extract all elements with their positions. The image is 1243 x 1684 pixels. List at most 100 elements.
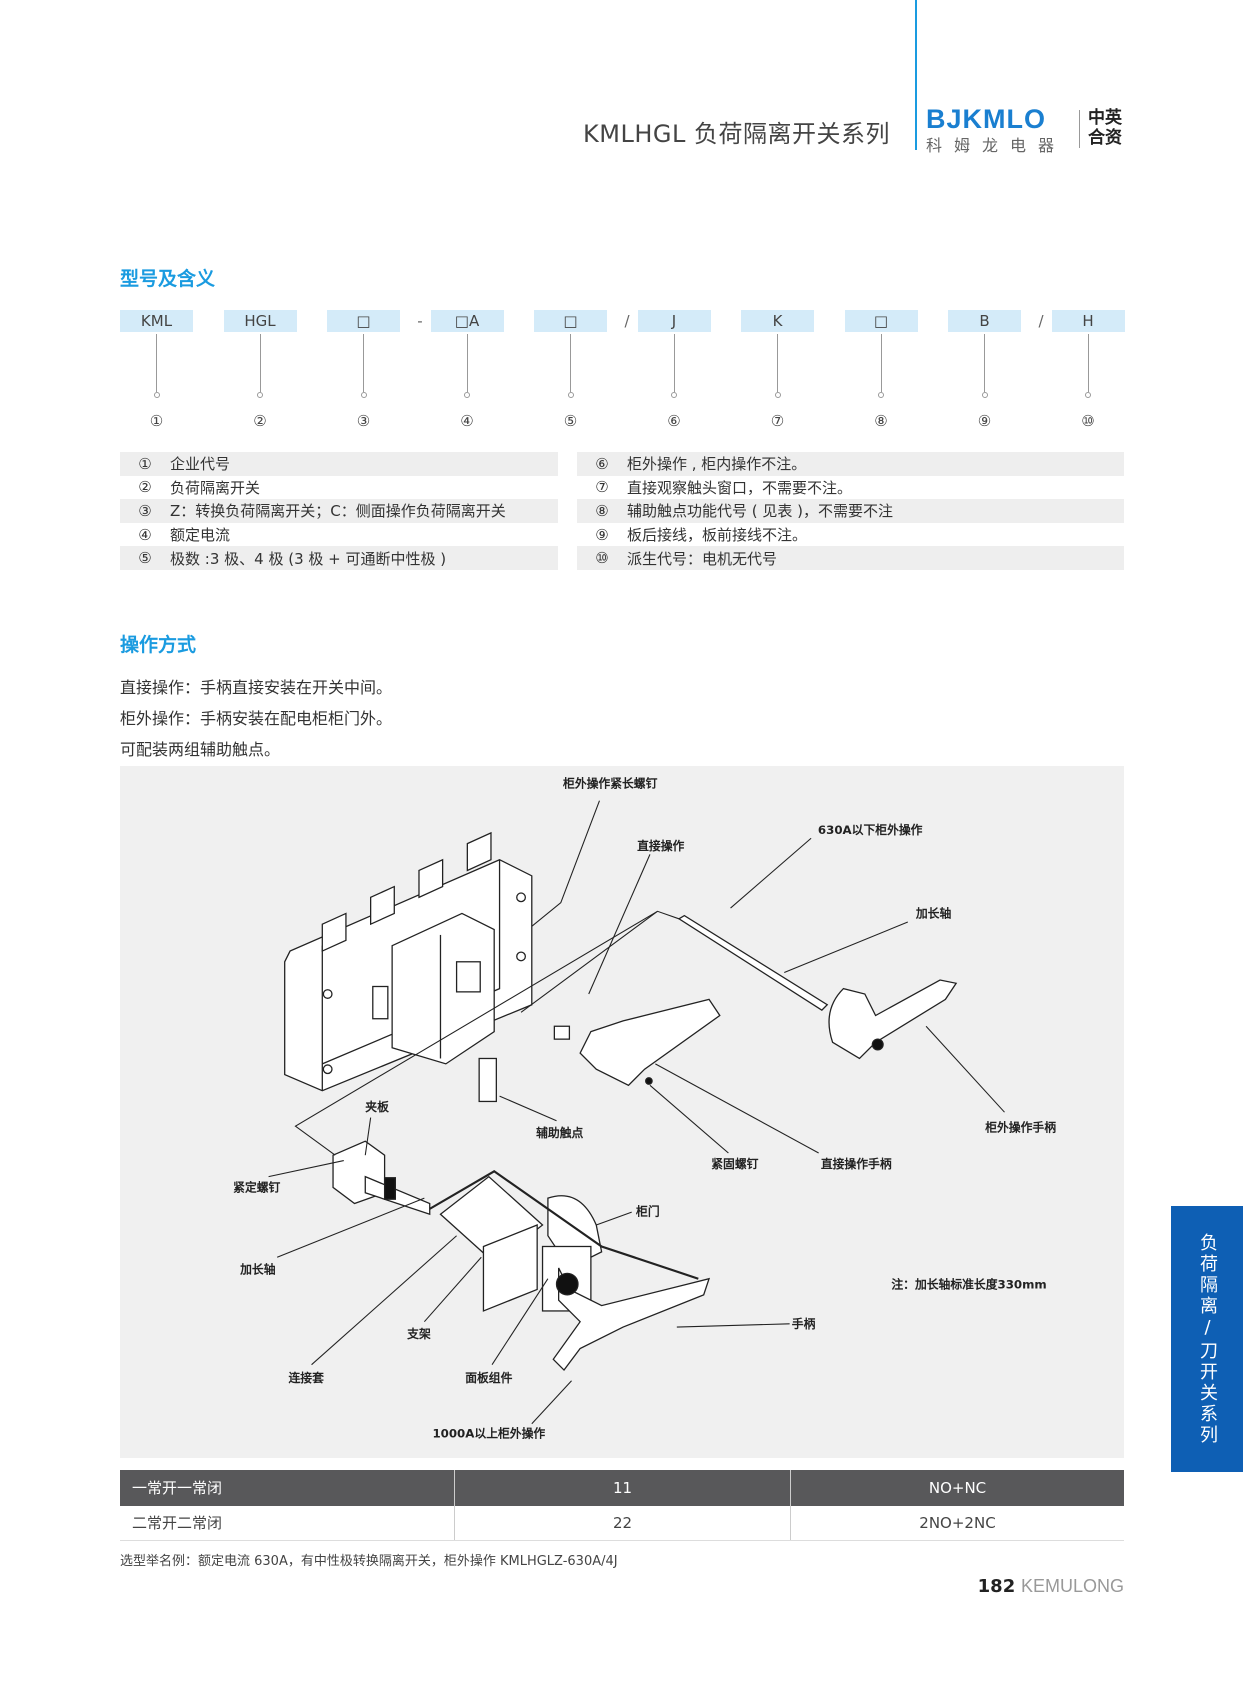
table-row: 一常开一常闭 11 NO+NC xyxy=(120,1470,1124,1506)
code-separator: / xyxy=(624,312,630,330)
code-box: J xyxy=(637,310,711,332)
code-stem xyxy=(156,334,157,392)
table-row: 二常开二常闭 22 2NO+2NC xyxy=(120,1505,1124,1541)
label-ext-shaft: 加长轴 xyxy=(915,907,952,921)
direct-handle xyxy=(553,998,721,1087)
cell: 11 xyxy=(454,1470,790,1506)
switch-body xyxy=(284,831,533,1092)
label-clamp: 夹板 xyxy=(365,1100,389,1114)
label-aux: 辅助触点 xyxy=(536,1126,583,1140)
code-number: ⑧ xyxy=(874,412,888,430)
label-note: 注：加长轴标准长度330mm xyxy=(891,1277,1046,1291)
label-door: 柜门 xyxy=(635,1204,660,1218)
meaning-number: ⑧ xyxy=(595,501,609,520)
code-dot xyxy=(981,392,988,398)
code-number: ④ xyxy=(460,412,474,430)
model-heading: 型号及含义 xyxy=(120,268,216,290)
label-below630: 630A以下柜外操作 xyxy=(818,823,923,837)
code-dot xyxy=(774,392,781,398)
leader-lines xyxy=(268,800,1005,1425)
meaning-row: ⑥ 柜外操作 , 柜内操作不注。 xyxy=(577,452,1124,476)
cell: 2NO+2NC xyxy=(790,1505,1124,1540)
aux-contact-table: 一常开一常闭 11 NO+NC 二常开二常闭 22 2NO+2NC xyxy=(120,1470,1124,1541)
code-separator: / xyxy=(1038,312,1044,330)
cell: 22 xyxy=(454,1505,790,1540)
meaning-number: ① xyxy=(138,454,152,473)
code-stem xyxy=(984,334,985,392)
label-handle: 手柄 xyxy=(792,1317,816,1331)
code-number: ① xyxy=(149,412,164,430)
label-bracket: 支架 xyxy=(406,1327,431,1341)
code-stem xyxy=(466,334,468,392)
cell: NO+NC xyxy=(790,1470,1124,1506)
page-brand: KEMULONG xyxy=(1020,1576,1124,1596)
meaning-row: ⑨ 板后接线，板前接线不注。 xyxy=(577,523,1124,547)
meaning-text: 负荷隔离开关 xyxy=(170,478,261,497)
code-dot xyxy=(567,392,574,398)
meaning-text: 额定电流 xyxy=(170,526,231,545)
label-ext-handle: 柜外操作手柄 xyxy=(984,1121,1056,1135)
aux-contact xyxy=(478,1057,497,1103)
logo-divider xyxy=(1079,110,1080,148)
label-fix-screw: 紧固螺钉 xyxy=(711,1157,758,1171)
meaning-number: ② xyxy=(138,478,152,497)
meaning-number: ⑦ xyxy=(595,478,609,497)
meaning-text: 派生代号：电机无代号 xyxy=(627,549,778,568)
code-dot xyxy=(360,392,367,398)
operation-line: 直接操作：手柄直接安装在开关中间。 xyxy=(120,678,393,697)
meaning-text: 柜外操作 , 柜内操作不注。 xyxy=(627,455,807,474)
meaning-text: 辅助触点功能代号 ( 见表 )，不需要不注 xyxy=(627,502,894,521)
operation-line: 可配装两组辅助触点。 xyxy=(120,740,281,759)
meaning-text: Z：转换负荷隔离开关；C：侧面操作负荷隔离开关 xyxy=(170,502,506,521)
code-box: K xyxy=(741,310,814,332)
side-tab[interactable]: 负荷隔离/刀开关系列 xyxy=(1171,1206,1243,1472)
diagram-panel xyxy=(120,766,1124,1458)
code-box: □ xyxy=(844,310,918,332)
meaning-number: ③ xyxy=(138,501,152,520)
code-box: □A xyxy=(430,310,504,332)
meaning-text: 板后接线，板前接线不注。 xyxy=(627,526,808,545)
label-panel: 面板组件 xyxy=(465,1371,512,1385)
cell: 一常开一常闭 xyxy=(132,1479,223,1498)
code-box: □ xyxy=(534,310,607,332)
meaning-row: ⑧ 辅助触点功能代号 ( 见表 )，不需要不注 xyxy=(577,499,1124,523)
page-title: KMLHGL 负荷隔离开关系列 xyxy=(583,120,890,148)
meaning-number: ⑥ xyxy=(595,454,609,473)
label-direct: 直接操作 xyxy=(637,839,684,853)
header-accent-line xyxy=(915,0,917,150)
code-separator: - xyxy=(417,312,423,330)
extension-shaft xyxy=(677,914,829,1011)
code-number: ② xyxy=(253,412,267,430)
code-number: ⑨ xyxy=(977,412,992,430)
label-long-screw: 柜外操作紧长螺钉 xyxy=(562,777,658,791)
page-num: 182 xyxy=(977,1576,1016,1597)
footnote: 选型举名例：额定电流 630A，有中性极转换隔离开关，柜外操作 KMLHGLZ-… xyxy=(120,1554,618,1569)
meaning-text: 直接观察触头窗口，不需要不注。 xyxy=(627,478,853,497)
logo-text: BJKMLO xyxy=(926,104,1046,134)
logo-tag: 中英合资 xyxy=(1088,108,1122,148)
code-stem xyxy=(363,334,364,392)
meaning-number: ④ xyxy=(138,525,152,544)
meaning-text: 极数 :3 极、4 极 (3 极 + 可通断中性极 ) xyxy=(170,549,447,568)
code-box: HGL xyxy=(223,310,297,332)
meaning-number: ⑨ xyxy=(595,525,609,544)
label-direct-handle: 直接操作手柄 xyxy=(821,1157,892,1171)
operation-line: 柜外操作：手柄安装在配电柜柜门外。 xyxy=(120,709,393,728)
code-dot xyxy=(257,392,263,398)
code-number: ⑥ xyxy=(667,412,681,430)
code-stem xyxy=(570,334,571,392)
code-box: □ xyxy=(327,310,400,332)
code-box: KML xyxy=(120,310,193,332)
code-stem xyxy=(880,334,882,392)
side-tab-label: 负荷隔离/刀开关系列 xyxy=(1197,1232,1218,1446)
code-number: ⑤ xyxy=(563,412,578,430)
label-set-screw: 紧定螺钉 xyxy=(233,1181,280,1195)
code-stem xyxy=(1087,334,1089,392)
meaning-row: ③ Z：转换负荷隔离开关；C：侧面操作负荷隔离开关 xyxy=(120,499,558,523)
lower-assembly xyxy=(332,1140,711,1372)
code-dot xyxy=(1085,392,1091,398)
code-dot xyxy=(671,392,677,398)
cell: 二常开二常闭 xyxy=(132,1514,223,1533)
